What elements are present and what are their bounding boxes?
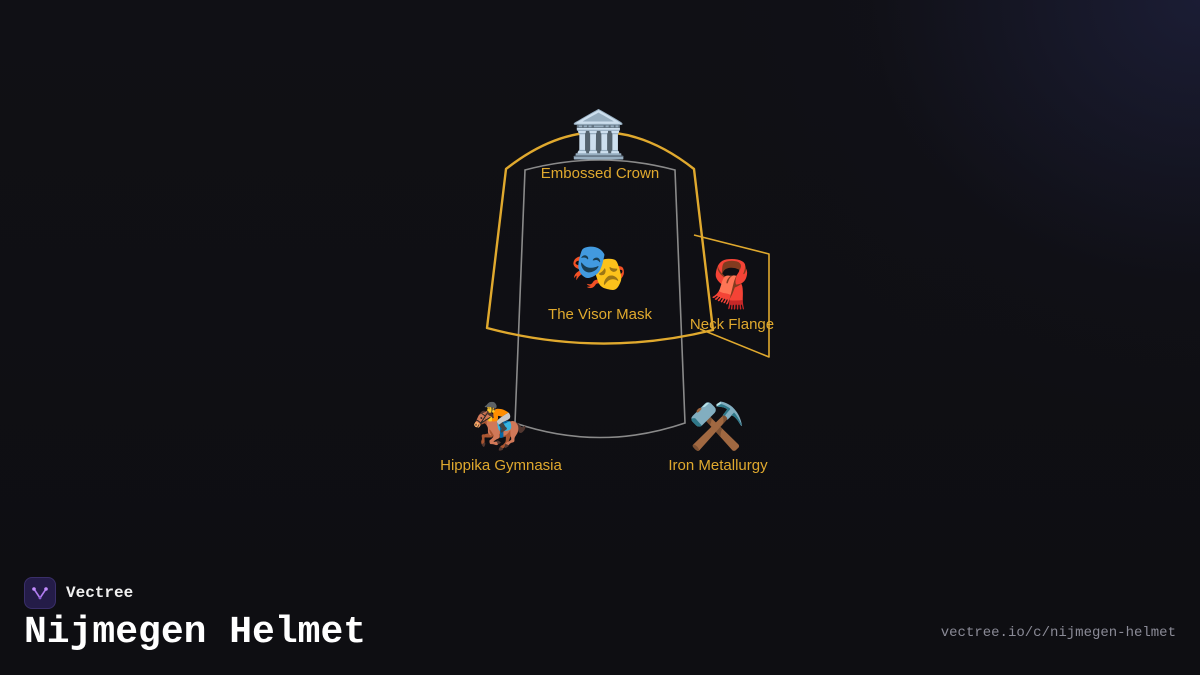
page-url: vectree.io/c/nijmegen-helmet xyxy=(940,625,1176,641)
scarf-icon: 🧣 xyxy=(702,258,760,310)
brand: Vectree xyxy=(24,577,133,609)
node-label-embossed-crown: Embossed Crown xyxy=(540,165,660,182)
helmet-inner-outline xyxy=(514,159,686,439)
hammer-and-pick-icon: ⚒️ xyxy=(688,400,746,452)
classical-building-icon: 🏛️ xyxy=(570,108,628,160)
node-label-neck-flange: Neck Flange xyxy=(689,316,775,333)
vectree-logo-icon xyxy=(24,577,56,609)
node-label-visor-mask: The Visor Mask xyxy=(548,306,652,323)
neck-flange-outline xyxy=(693,234,770,358)
brand-name: Vectree xyxy=(66,584,134,602)
visor-outline xyxy=(485,130,715,345)
performing-arts-mask-icon: 🎭 xyxy=(570,241,628,293)
horse-racing-icon: 🏇 xyxy=(471,400,529,452)
node-label-iron-metallurgy: Iron Metallurgy xyxy=(668,457,768,474)
node-label-hippika-gymnasia: Hippika Gymnasia xyxy=(440,457,562,474)
page-title: Nijmegen Helmet xyxy=(24,611,367,654)
